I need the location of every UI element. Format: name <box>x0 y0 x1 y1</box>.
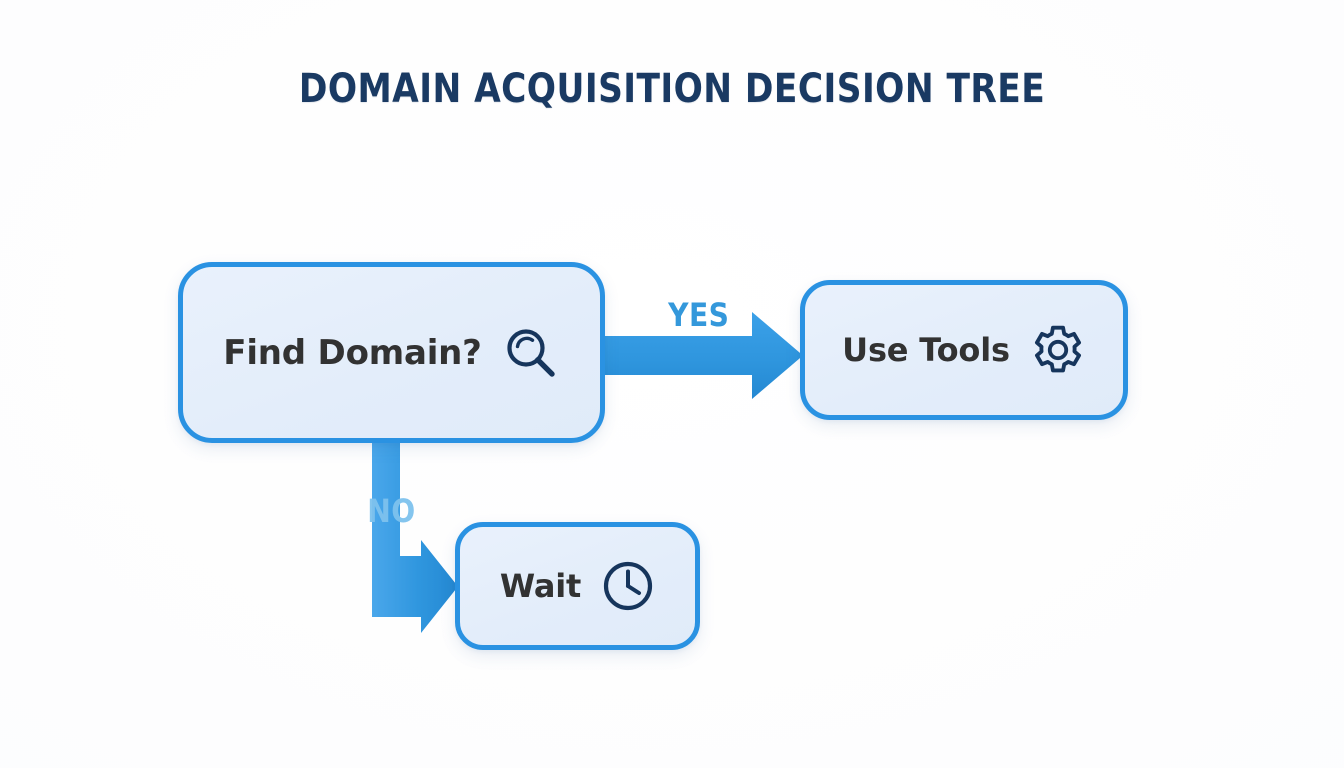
page-title: DOMAIN ACQUISITION DECISION TREE <box>298 66 1046 112</box>
arrow-no-shape <box>372 441 458 633</box>
node-wait-label: Wait <box>499 567 582 605</box>
magnifier-icon <box>502 324 560 382</box>
node-use-tools-label: Use Tools <box>842 331 1010 369</box>
edge-label-yes: YES <box>668 296 730 334</box>
node-find-domain-label: Find Domain? <box>223 332 482 373</box>
node-find-domain[interactable]: Find Domain? <box>178 262 605 443</box>
clock-icon <box>601 559 655 613</box>
node-use-tools[interactable]: Use Tools <box>800 280 1128 420</box>
node-wait[interactable]: Wait <box>455 522 700 650</box>
gear-icon <box>1030 322 1086 378</box>
edge-label-no: NO <box>367 492 416 530</box>
